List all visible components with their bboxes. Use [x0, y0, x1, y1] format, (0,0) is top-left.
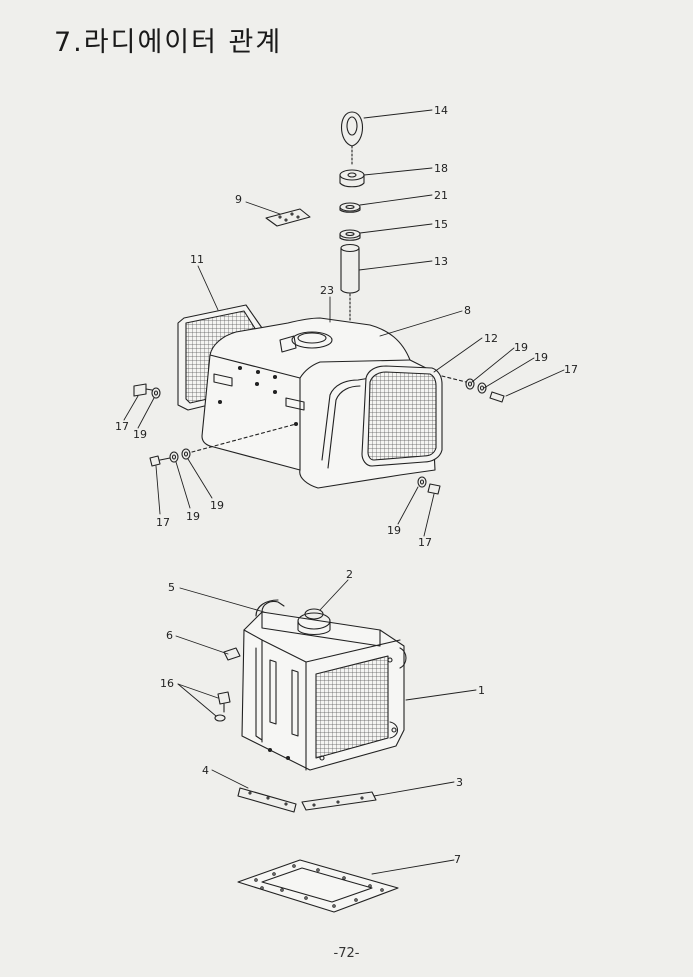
bolt-washer-set-right	[441, 375, 505, 403]
bolt-washer-set-left	[133, 383, 161, 399]
callout-19-f: 19	[387, 524, 401, 537]
callout-9: 9	[235, 193, 242, 206]
bolt-washer-set-bottom-right	[417, 476, 441, 495]
callout-19-c: 19	[133, 428, 147, 441]
callout-19-b: 19	[534, 351, 548, 364]
callout-5: 5	[168, 581, 175, 594]
front-screen-part	[361, 365, 443, 467]
radiator-assembly-part	[223, 599, 407, 771]
lock-washer-part	[339, 202, 361, 213]
page-number: -72-	[333, 946, 360, 961]
bottom-plate-right-part	[301, 791, 377, 811]
bolt-washer-set-lower-left	[149, 423, 297, 467]
callout-16: 16	[160, 677, 174, 690]
bottom-plate-left-part	[237, 787, 297, 813]
callout-labels: 14 18 21 15 13 9 11 23 8 12 19 19 17 17 …	[115, 104, 578, 866]
callout-21: 21	[434, 189, 448, 202]
callout-14: 14	[434, 104, 448, 117]
callout-19-a: 19	[514, 341, 528, 354]
callout-4: 4	[202, 764, 209, 777]
callout-18: 18	[434, 162, 448, 175]
callout-3: 3	[456, 776, 463, 789]
callout-8: 8	[464, 304, 471, 317]
eye-bolt-part	[340, 111, 364, 167]
callout-19-d: 19	[186, 510, 200, 523]
callout-1: 1	[478, 684, 485, 697]
nut-part	[339, 169, 365, 188]
page-title: 7.라디에이터 관계	[54, 27, 283, 58]
callout-17-a: 17	[564, 363, 578, 376]
callout-19-e: 19	[210, 499, 224, 512]
callout-17-c: 17	[156, 516, 170, 529]
callout-6: 6	[166, 629, 173, 642]
pipe-part	[340, 243, 360, 323]
gasket-part	[237, 859, 399, 913]
callout-15: 15	[434, 218, 448, 231]
callout-7: 7	[454, 853, 461, 866]
bolt-washer-set-radiator	[214, 691, 231, 722]
callout-23: 23	[320, 284, 334, 297]
callout-17-d: 17	[418, 536, 432, 549]
callout-12: 12	[484, 332, 498, 345]
callout-13: 13	[434, 255, 448, 268]
leader-lines	[123, 109, 565, 875]
callout-17-b: 17	[115, 420, 129, 433]
callout-11: 11	[190, 253, 204, 266]
cover-plate-part	[265, 208, 311, 227]
callout-2: 2	[346, 568, 353, 581]
washer-part	[339, 229, 361, 241]
